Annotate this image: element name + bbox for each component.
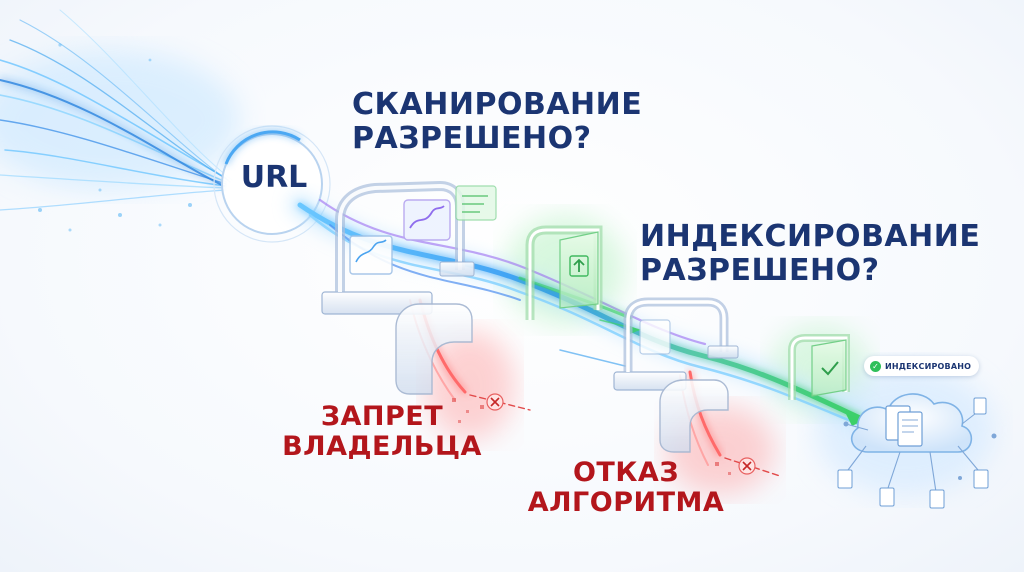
crawl-gate <box>321 180 497 315</box>
owner-rejection-label: ЗАПРЕТ ВЛАДЕЛЬЦА <box>282 401 482 463</box>
algorithm-rejection-line-2: АЛГОРИТМА <box>527 487 725 519</box>
algorithm-barrier <box>659 379 729 453</box>
main-flow <box>288 193 872 430</box>
crawl-question-line-1: СКАНИРОВАНИЕ <box>352 87 643 122</box>
crawl-allowed-door <box>525 225 603 320</box>
crawl-question: СКАНИРОВАНИЕ РАЗРЕШЕНО? <box>352 88 642 155</box>
index-cloud <box>837 393 997 509</box>
indexed-badge: ✓ ИНДЕКСИРОВАНО <box>864 356 980 376</box>
algorithm-rejection-label: ОТКАЗ АЛГОРИТМА <box>526 457 726 519</box>
close-icon <box>738 457 756 475</box>
check-icon <box>821 361 839 376</box>
url-label: URL <box>240 160 308 195</box>
owner-rejection-line-1: ЗАПРЕТ <box>320 401 444 432</box>
particles <box>38 43 192 232</box>
arrow-up-icon <box>569 255 589 277</box>
owner-rejection-line-2: ВЛАДЕЛЬЦА <box>282 431 482 463</box>
index-allowed-door <box>788 334 850 400</box>
index-question-line-2: РАЗРЕШЕНО? <box>640 252 880 288</box>
index-question: ИНДЕКСИРОВАНИЕ РАЗРЕШЕНО? <box>640 220 980 287</box>
document-icon <box>885 405 923 447</box>
indexed-badge-label: ИНДЕКСИРОВАНО <box>885 361 972 371</box>
algorithm-rejection-line-1: ОТКАЗ <box>572 457 680 488</box>
index-question-line-1: ИНДЕКСИРОВАНИЕ <box>640 219 981 254</box>
red-particles <box>452 398 731 475</box>
close-icon <box>486 393 504 411</box>
incoming-streams <box>0 9 233 211</box>
check-icon: ✓ <box>870 360 881 372</box>
crawl-question-line-2: РАЗРЕШЕНО? <box>352 120 592 156</box>
owner-barrier <box>395 303 473 395</box>
index-gate <box>613 297 739 391</box>
